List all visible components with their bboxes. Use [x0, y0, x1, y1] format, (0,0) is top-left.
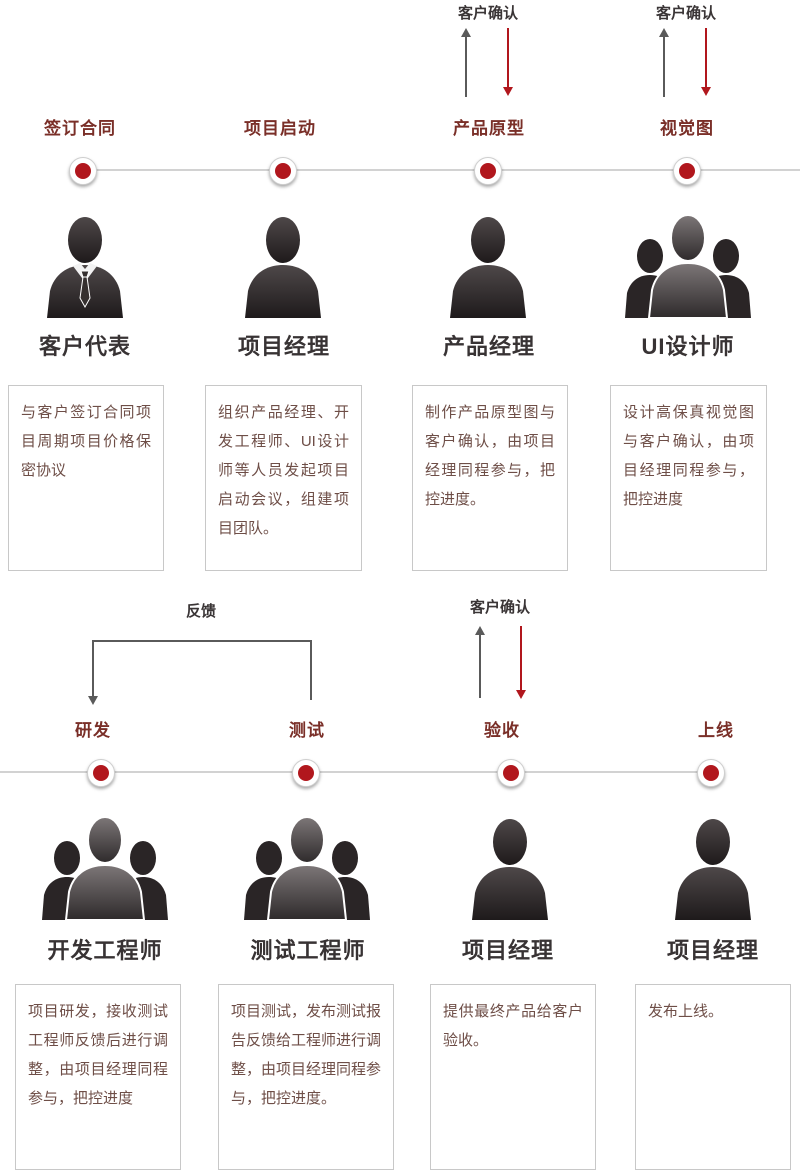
stage-label-development: 研发 [75, 721, 111, 740]
arrow-up-line [663, 36, 665, 97]
arrow-down-line [507, 28, 509, 88]
timeline-bottom [0, 771, 711, 773]
timeline-node [697, 759, 725, 787]
person-tie-icon [40, 213, 130, 323]
timeline-node [269, 157, 297, 185]
timeline-node [69, 157, 97, 185]
role-label-product-manager: 产品经理 [442, 334, 536, 359]
desc-box-testing: 项目测试，发布测试报告反馈给工程师进行调整，由项目经理同程参与，把控进度。 [218, 984, 394, 1170]
person-icon [238, 213, 328, 323]
arrow-down-icon [701, 87, 711, 96]
desc-box-development: 项目研发，接收测试工程师反馈后进行调整，由项目经理同程参与，把控进度 [15, 984, 181, 1170]
stage-label-sign-contract: 签订合同 [44, 119, 116, 138]
desc-box-launch: 发布上线。 [635, 984, 791, 1170]
desc-box-acceptance: 提供最终产品给客户验收。 [430, 984, 596, 1170]
stage-label-kickoff: 项目启动 [244, 119, 316, 138]
arrow-down-line [520, 626, 522, 690]
person-icon [668, 815, 758, 925]
timeline-node-dot [298, 765, 314, 781]
arrow-up-icon [461, 28, 471, 37]
timeline-node [497, 759, 525, 787]
people-group-icon [242, 815, 372, 925]
arrow-down-line [705, 28, 707, 88]
timeline-node-dot [75, 163, 91, 179]
role-label-project-manager: 项目经理 [666, 938, 760, 963]
timeline-node-dot [480, 163, 496, 179]
customer-confirm-label: 客户确认 [469, 599, 531, 616]
arrow-up-icon [475, 626, 485, 635]
stage-label-launch: 上线 [698, 721, 734, 740]
people-group-icon [40, 815, 170, 925]
person-icon [465, 815, 555, 925]
arrow-up-line [479, 634, 481, 698]
timeline-node [292, 759, 320, 787]
role-label-ui-designer: UI设计师 [641, 334, 735, 359]
feedback-loop-line [92, 640, 312, 700]
role-label-project-manager: 项目经理 [461, 938, 555, 963]
desc-box-kickoff: 组织产品经理、开发工程师、UI设计师等人员发起项目启动会议，组建项目团队。 [205, 385, 362, 571]
customer-confirm-label: 客户确认 [655, 5, 717, 22]
person-icon [443, 213, 533, 323]
timeline-node-dot [93, 765, 109, 781]
timeline-node-dot [275, 163, 291, 179]
timeline-node [673, 157, 701, 185]
role-label-project-manager: 项目经理 [237, 334, 331, 359]
stage-label-visual: 视觉图 [660, 119, 714, 138]
people-group-icon [623, 213, 753, 323]
stage-label-acceptance: 验收 [484, 721, 520, 740]
desc-box-sign-contract: 与客户签订合同项目周期项目价格保密协议 [8, 385, 164, 571]
role-label-test-engineer: 测试工程师 [250, 938, 366, 963]
role-label-client-rep: 客户代表 [38, 334, 132, 359]
desc-box-visual: 设计高保真视觉图与客户确认，由项目经理同程参与，把控进度 [610, 385, 767, 571]
arrow-down-icon [503, 87, 513, 96]
timeline-top [82, 169, 800, 171]
timeline-node-dot [679, 163, 695, 179]
customer-confirm-label: 客户确认 [457, 5, 519, 22]
desc-box-prototype: 制作产品原型图与客户确认，由项目经理同程参与，把控进度。 [412, 385, 568, 571]
timeline-node [87, 759, 115, 787]
feedback-label: 反馈 [185, 603, 217, 620]
stage-label-testing: 测试 [289, 721, 325, 740]
arrow-up-line [465, 36, 467, 97]
timeline-node-dot [703, 765, 719, 781]
role-label-developer: 开发工程师 [47, 938, 163, 963]
arrow-up-icon [659, 28, 669, 37]
arrow-down-icon [516, 690, 526, 699]
timeline-node [474, 157, 502, 185]
feedback-arrow-down-icon [88, 696, 98, 705]
stage-label-prototype: 产品原型 [453, 119, 525, 138]
timeline-node-dot [503, 765, 519, 781]
